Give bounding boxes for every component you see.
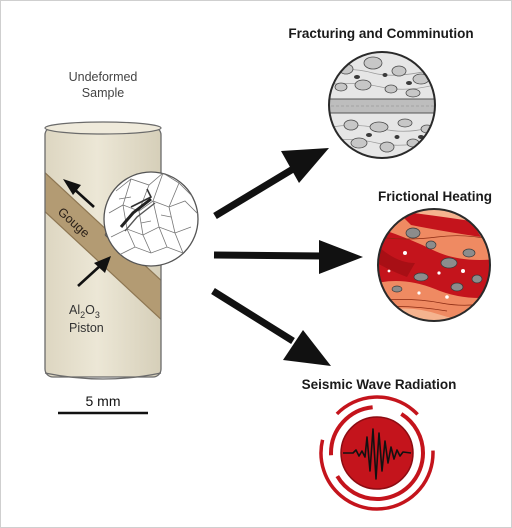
arrow-to-seismic: [211, 288, 331, 366]
wave-ring-inner: [329, 405, 425, 501]
heating-inset: [377, 208, 491, 322]
piston-label: Piston: [69, 321, 104, 335]
process-title-fracturing: Fracturing and Comminution: [288, 26, 473, 41]
fracture-sketch: [119, 188, 156, 232]
undeformed-label-line1: Undeformed: [69, 70, 138, 84]
scale-bar-label: 5 mm: [86, 393, 121, 409]
wave-ring-outer: [319, 395, 435, 511]
shear-arrow-lower: [77, 256, 111, 287]
seismic-inset: [319, 395, 435, 511]
seismogram-trace: [343, 428, 412, 480]
undeformed-label-line2: Sample: [82, 86, 124, 100]
gouge-zoom-inset: [103, 171, 199, 267]
process-title-heating: Frictional Heating: [378, 189, 492, 204]
piston-formula: Al2O3: [69, 303, 100, 320]
arrow-to-heating: [213, 240, 363, 274]
process-title-seismic: Seismic Wave Radiation: [302, 377, 457, 392]
shear-arrow-upper: [63, 179, 95, 208]
arrow-to-fracturing: [213, 148, 329, 219]
fracturing-inset: [328, 51, 436, 159]
gouge-band: [45, 169, 161, 323]
